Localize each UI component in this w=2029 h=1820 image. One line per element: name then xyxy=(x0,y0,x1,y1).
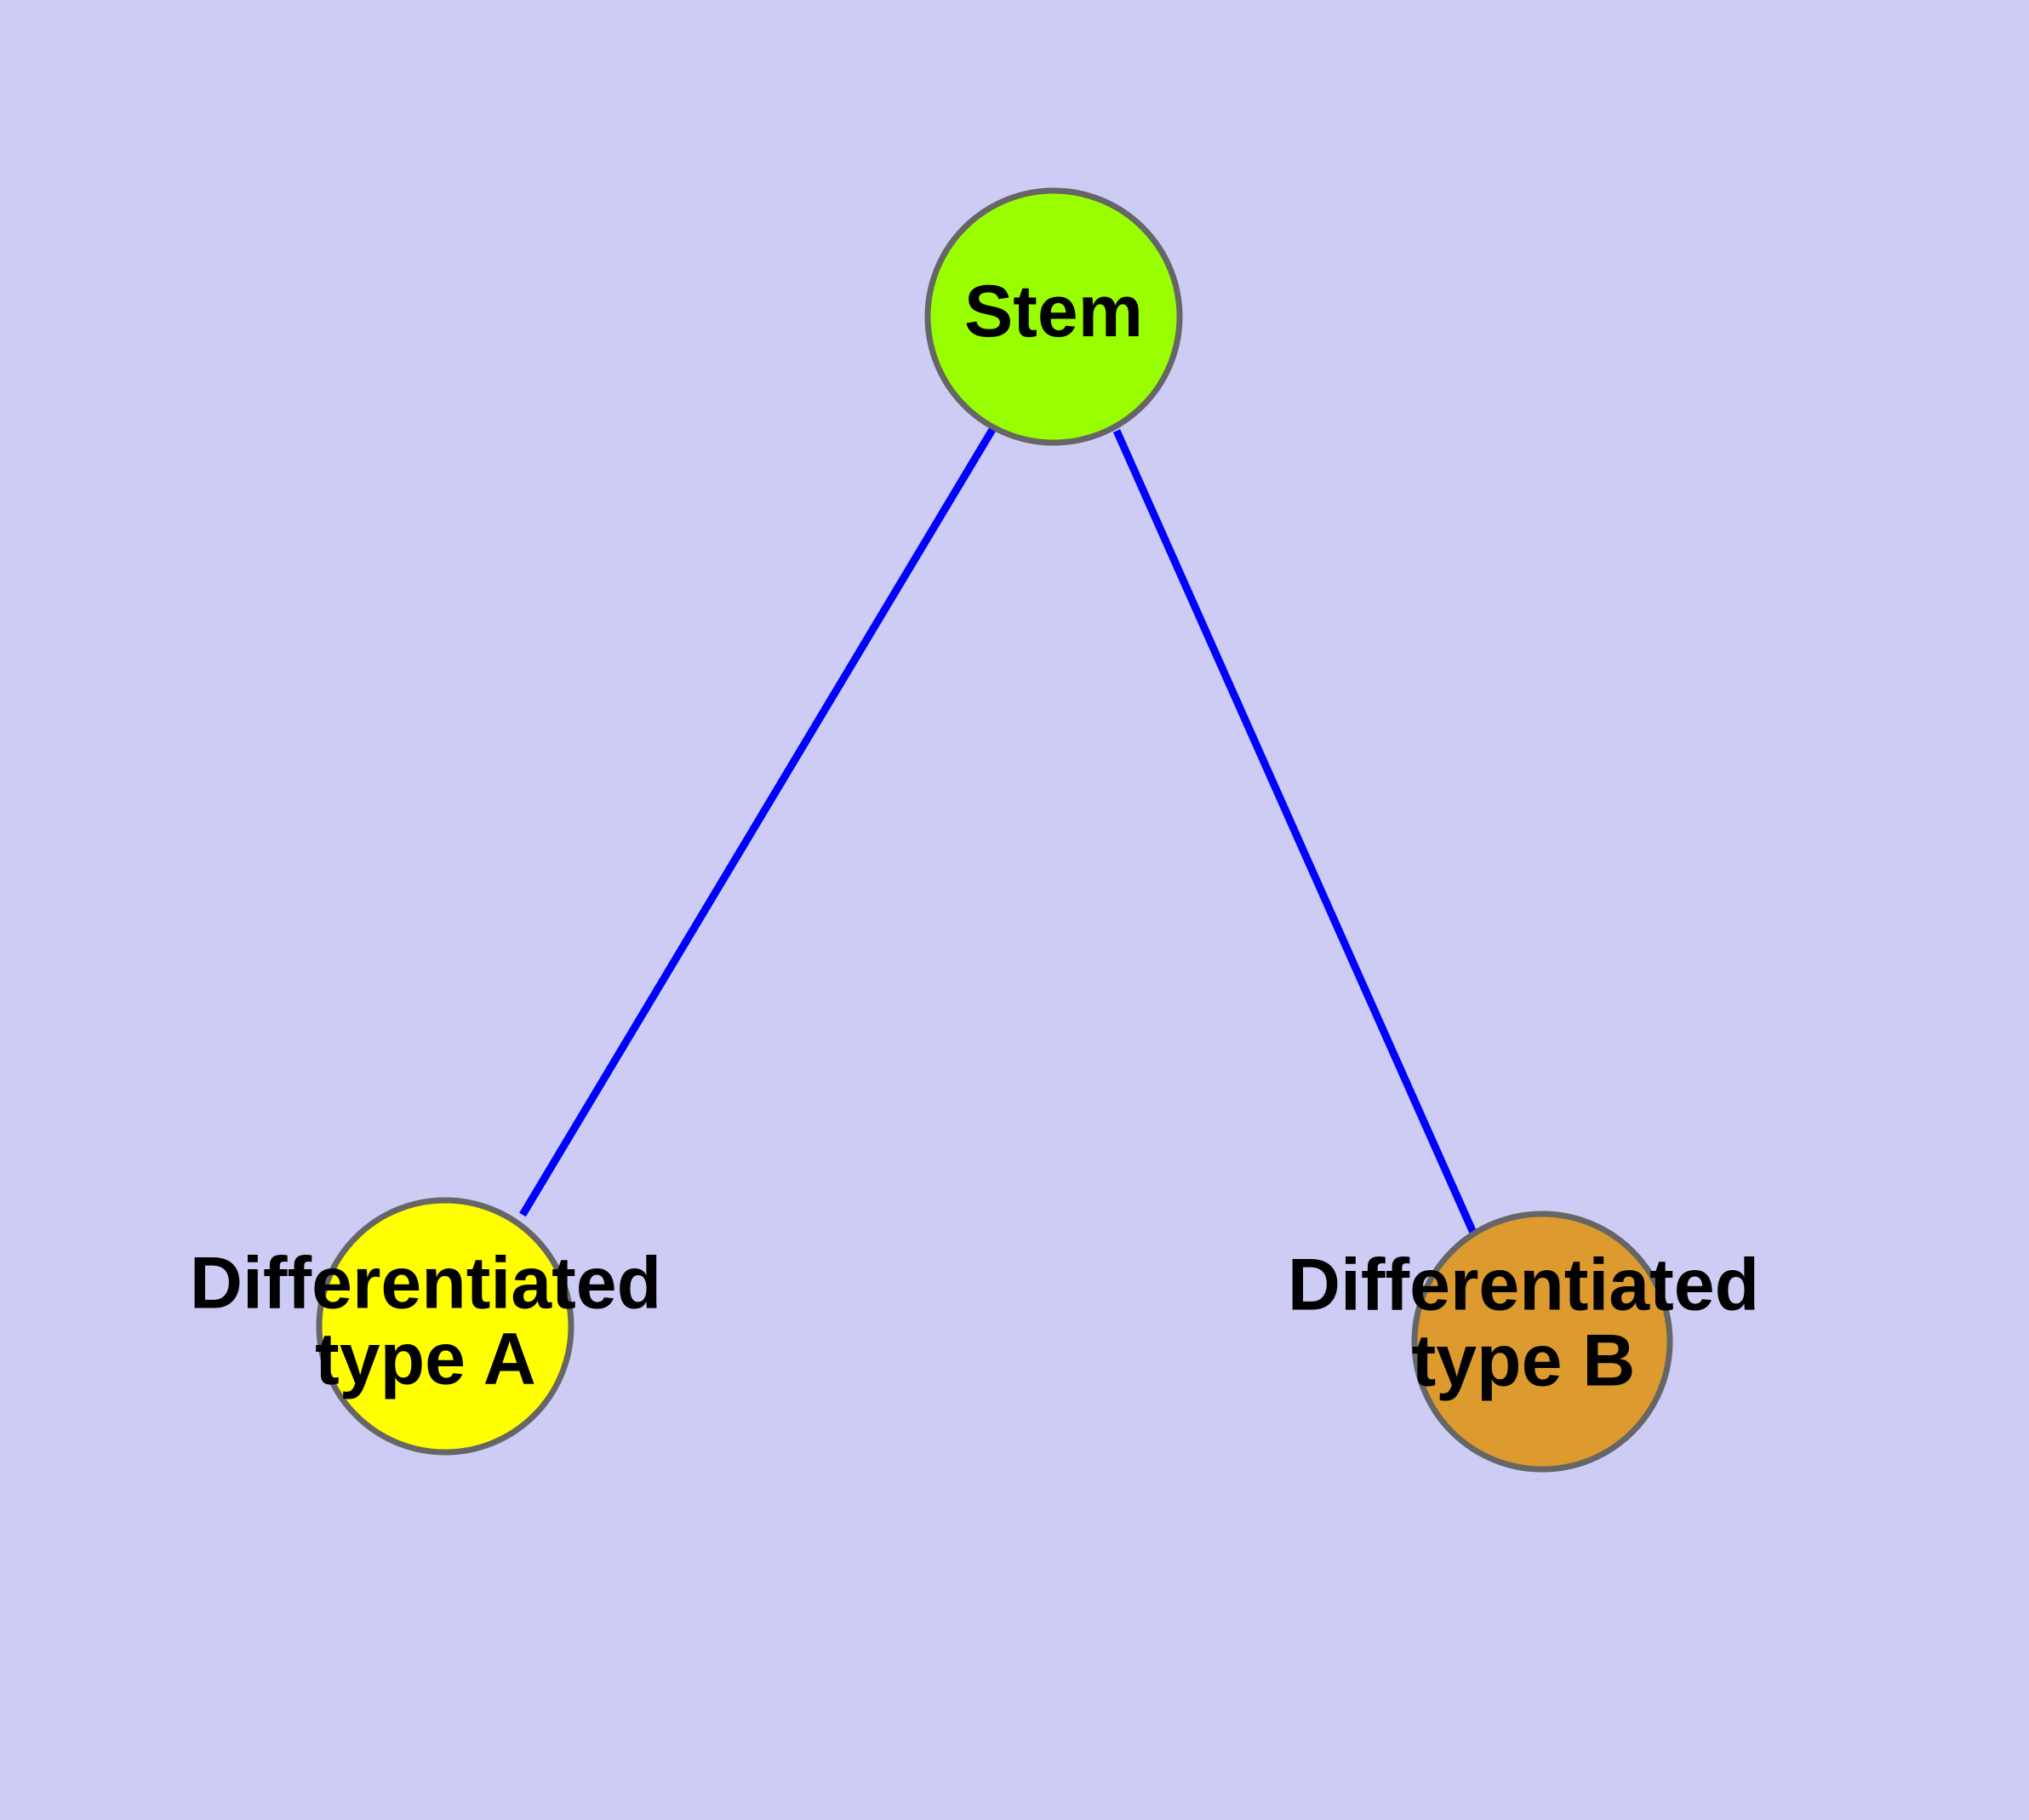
node-differentiated-type-a[interactable] xyxy=(316,1197,574,1456)
edge-stem-to-type-a[interactable] xyxy=(519,426,997,1217)
node-differentiated-type-b[interactable] xyxy=(1411,1210,1673,1473)
node-stem[interactable] xyxy=(924,187,1183,446)
edges-group xyxy=(519,426,1477,1234)
node-label-stem: Stem xyxy=(964,271,1143,352)
edge-stem-to-type-b[interactable] xyxy=(1112,429,1477,1234)
nodes-group xyxy=(316,187,1673,1473)
